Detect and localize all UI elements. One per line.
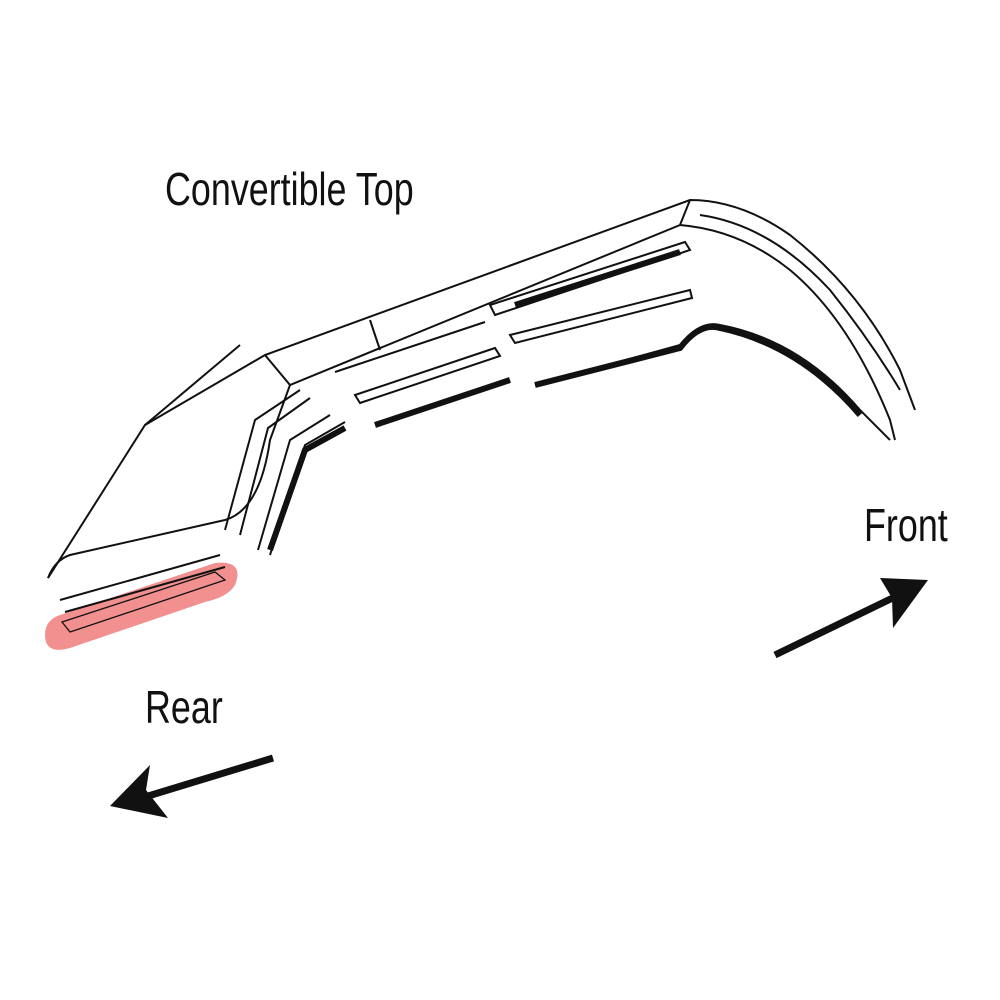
front-arrow-icon	[773, 578, 928, 659]
front-label: Front	[864, 499, 948, 551]
top-outline	[47, 198, 916, 613]
rear-arrow-icon	[110, 754, 275, 818]
diagram-title: Convertible Top	[165, 163, 414, 215]
highlight-rear-weatherstrip	[45, 562, 238, 650]
highlight-part-outline	[60, 571, 227, 633]
seal-strips	[267, 249, 863, 551]
rear-label: Rear	[145, 681, 223, 733]
